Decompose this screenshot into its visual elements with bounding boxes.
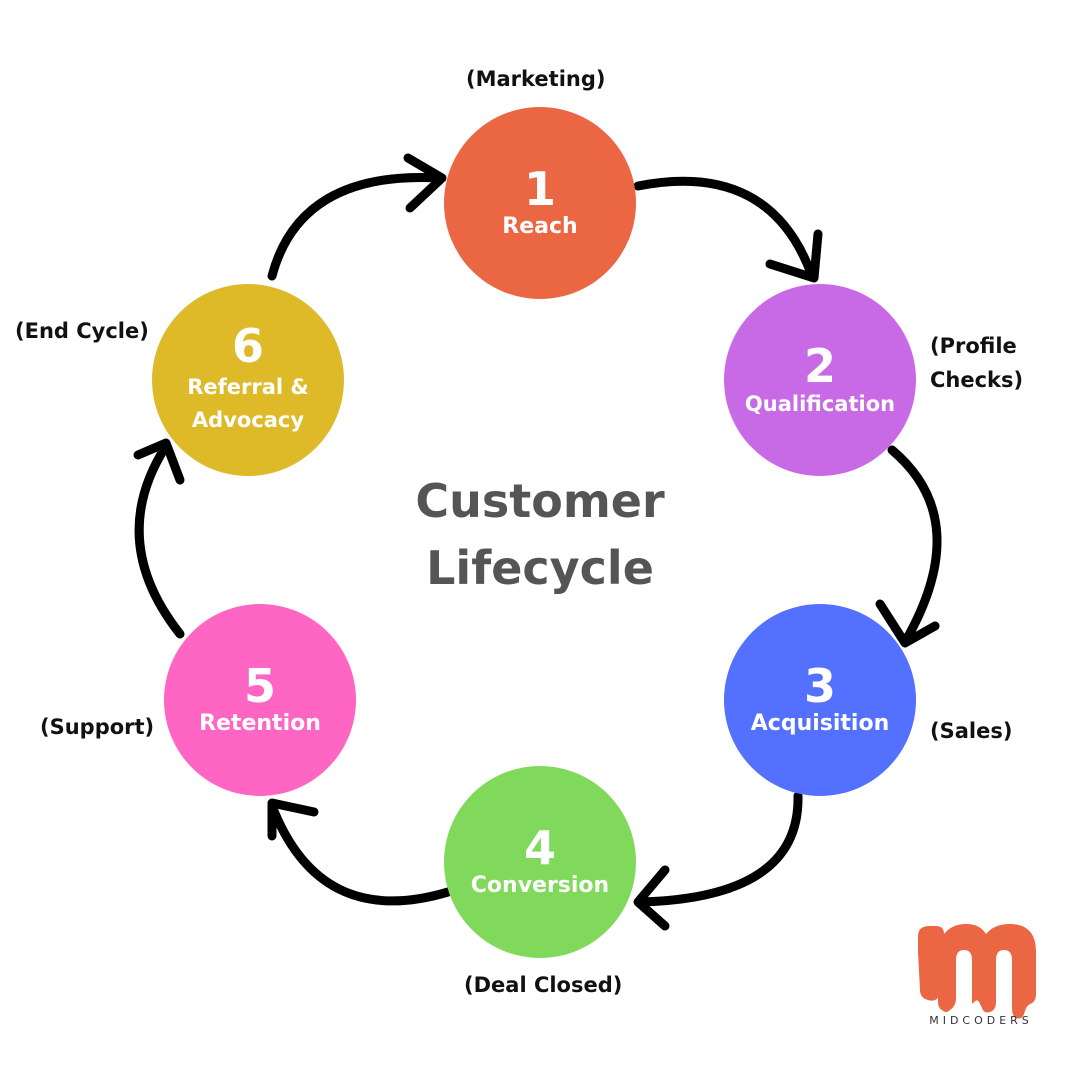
title-line-2: Lifecycle	[426, 540, 654, 595]
stage-conversion: 4 Conversion	[444, 766, 636, 958]
arrow-retention-to-referral	[134, 441, 185, 639]
title-line-1: Customer	[415, 474, 665, 528]
stage-reach: 1 Reach	[444, 107, 636, 299]
diagram-title: Customer Lifecycle	[340, 468, 740, 601]
arrowhead-retention-to-referral	[133, 438, 185, 485]
arrowhead-conversion-to-retention	[267, 798, 319, 841]
stage-name: Reach	[502, 213, 578, 239]
stage-name: Conversion	[470, 872, 610, 898]
note-end-cycle: (End Cycle)	[15, 319, 149, 343]
note-sales: (Sales)	[930, 719, 1013, 743]
stage-qualification: 2 Qualification	[724, 284, 916, 476]
arrowhead-reach-to-qualification	[765, 229, 823, 283]
stage-referral-advocacy: 6 Referral & Advocacy	[152, 284, 344, 476]
arrowhead-acquisition-to-conversion	[633, 865, 670, 931]
midcoders-logo-icon	[918, 924, 1036, 1019]
stage-name: Referral & Advocacy	[187, 374, 309, 433]
arrow-qualification-to-acquisition	[887, 445, 942, 647]
stage-number: 1	[523, 161, 556, 216]
brand-name: MIDCODERS	[929, 1014, 1033, 1027]
stage-name: Retention	[199, 710, 321, 736]
stage-number: 6	[231, 319, 264, 374]
arrow-acquisition-to-conversion	[635, 791, 803, 907]
stage-number: 2	[803, 339, 836, 394]
arrow-reach-to-qualification	[633, 176, 817, 281]
note-marketing: (Marketing)	[466, 67, 606, 91]
arrow-conversion-to-retention	[267, 801, 453, 906]
stage-number: 4	[523, 820, 556, 875]
note-profile-checks: (Profile Checks)	[930, 334, 1024, 392]
note-deal-closed: (Deal Closed)	[464, 973, 623, 997]
stage-number: 3	[803, 658, 836, 713]
stage-number: 5	[243, 658, 276, 713]
stage-acquisition: 3 Acquisition	[724, 604, 916, 796]
arrowhead-qualification-to-acquisition	[875, 599, 940, 648]
stage-name: Acquisition	[750, 710, 890, 736]
arrowhead-referral-to-reach	[403, 153, 447, 213]
stage-name: Qualification	[744, 391, 896, 416]
stage-retention: 5 Retention	[164, 604, 356, 796]
note-support: (Support)	[40, 715, 155, 739]
arrow-referral-to-reach	[267, 172, 445, 281]
